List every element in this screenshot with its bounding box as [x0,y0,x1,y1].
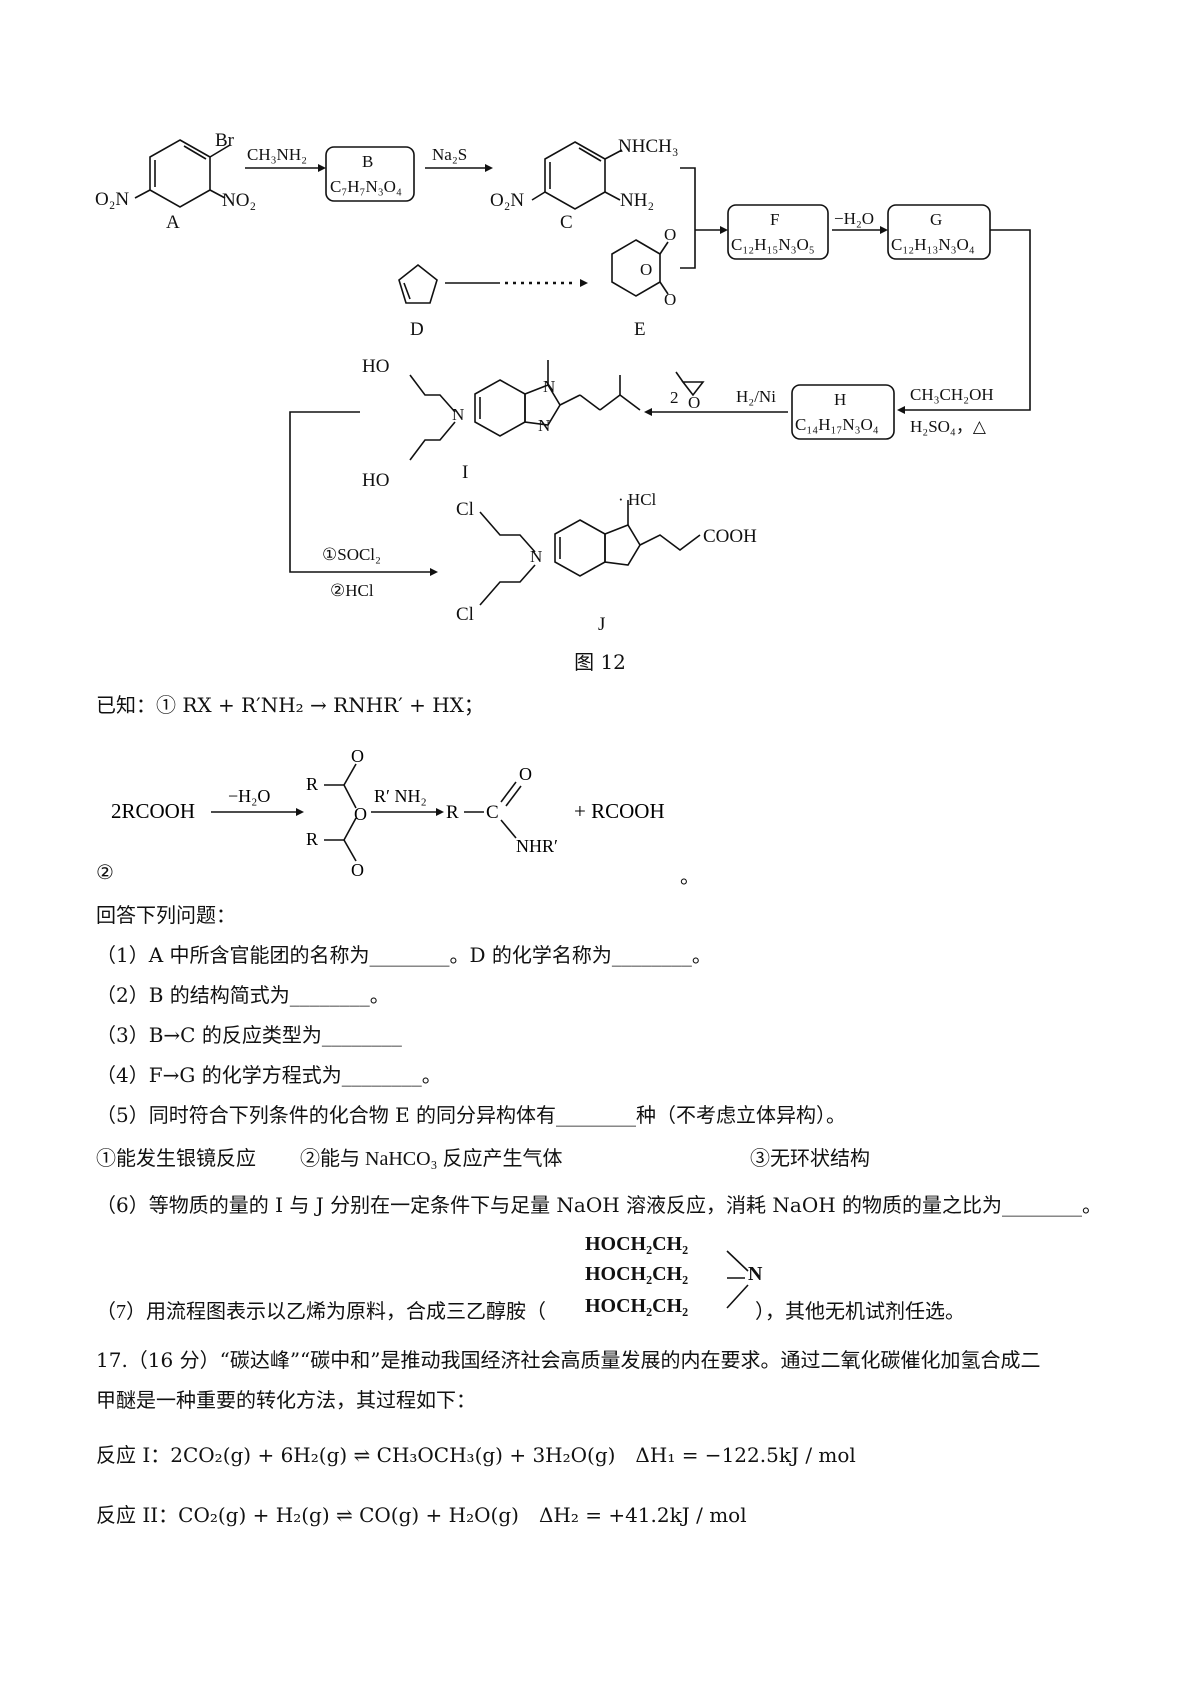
known-equation-2: 2RCOOH −H₂O R R O O O R′ NH₂ R C O NHR′ … [111,750,665,880]
compound-h-box: H C₁₄H₁₇N₃O₄ [791,384,895,440]
questions-intro: 回答下列问题： [96,903,236,927]
eq2-number: ② [96,862,114,884]
j-cl2: Cl [456,604,474,625]
reagent-ab: CH₃NH₂ [247,145,307,164]
eq2-o3: O [354,804,367,824]
tea-n: N [748,1263,763,1285]
a-label: A [166,212,180,233]
q5-condition-3: ③无环状结构 [750,1148,870,1170]
eq2-prod-r: R [446,802,459,823]
eq2-o2: O [351,860,364,880]
i-label: I [462,462,468,483]
j-label: J [598,614,605,635]
question-6: （6）等物质的量的 I 与 J 分别在一定条件下与足量 NaOH 溶液反应，消耗… [96,1193,1103,1217]
j-cooh: COOH [703,526,757,547]
i-ho1: HO [362,356,389,377]
reagent-fg: −H₂O [834,209,874,228]
q5-condition-2: ②能与 NaHCO₃ 反应产生气体 [300,1148,563,1170]
a-no2: NO₂ [222,190,256,211]
g-formula: C₁₂H₁₃N₃O₄ [891,235,975,254]
question-1: （1）A 中所含官能团的名称为________。D 的化学名称为________… [96,943,712,967]
j-n: N [530,547,542,566]
compound-g-box: G C₁₂H₁₃N₃O₄ [887,204,991,260]
eq2-o1: O [351,750,364,766]
eq2-r1: R [306,774,318,794]
reagent-ij2: ②HCl [330,581,374,600]
compound-e: O O O E [611,225,676,340]
eq2-r2: R [306,829,318,849]
q17-line2: 甲醚是一种重要的转化方法，其过程如下： [96,1388,476,1412]
tea-arm-1: HOCH₂CH₂ [585,1233,689,1255]
h-label: H [834,390,846,409]
eq2-prod-c: C [486,802,499,823]
f-formula: C₁₂H₁₅N₃O₅ [731,235,815,254]
figure-title: 图 12 [574,650,626,674]
tea-arm-3: HOCH₂CH₂ [585,1295,689,1317]
compound-j: · HCl COOH N Cl Cl J [456,490,757,635]
eq2-period: 。 [680,866,700,888]
epoxide-icon: O [675,371,705,412]
eq2-o4: O [519,764,532,784]
q5-condition-1: ①能发生银镜反应 [96,1148,256,1170]
question-2: （2）B 的结构简式为________。 [96,983,390,1007]
reagent-ij1: ①SOCl₂ [322,545,381,564]
eq2-left: 2RCOOH [111,799,195,823]
reagent-bc: Na₂S [432,145,467,164]
reagent-gh2: H₂SO₄，△ [910,417,987,436]
e-o3: O [640,260,652,279]
i-ho2: HO [362,470,389,491]
i-n1: N [543,377,555,396]
e-o2: O [664,290,676,309]
a-br: Br [215,130,235,151]
g-label: G [930,210,942,229]
eq2-cond1: −H₂O [228,786,270,806]
question-3: （3）B→C 的反应类型为________ [96,1023,402,1047]
question-7-post: ），其他无机试剂任选。 [755,1301,965,1323]
q17-reaction-2: 反应 II：CO₂(g) + H₂(g) ⇌ CO(g) + H₂O(g) ΔH… [96,1503,747,1527]
q17-reaction-1: 反应 I：2CO₂(g) + 6H₂(g) ⇌ CH₃OCH₃(g) + 3H₂… [96,1443,856,1467]
e-label: E [634,319,646,340]
eq2-cond2: R′ NH₂ [374,786,427,806]
known-line1: 已知：① RX + R′NH₂ → RNHR′ + HX； [96,693,484,717]
triethanolamine-structure: HOCH₂CH₂ HOCH₂CH₂ HOCH₂CH₂ N [585,1233,785,1333]
d-label: D [410,319,424,340]
epox-o: O [688,393,700,412]
reagent-gh1: CH₃CH₂OH [910,385,994,404]
compound-i: N N N HO HO I [362,356,641,491]
question-4: （4）F→G 的化学方程式为________。 [96,1063,442,1087]
compound-f-box: F C₁₂H₁₅N₃O₅ [727,204,829,260]
h-formula: C₁₄H₁₇N₃O₄ [795,415,879,434]
compound-b-box: B C₇H₇N₃O₄ [325,146,415,202]
compound-d: D [398,263,438,340]
compound-c: NHCH₃ NH₂ O₂N C [490,136,678,233]
eq2-nhr: NHR′ [516,836,558,856]
i-n3: N [452,405,464,424]
reagent-hi: H₂/Ni [736,387,776,406]
a-o2n: O₂N [95,189,129,210]
c-label: C [560,212,573,233]
f-label: F [770,210,779,229]
tea-arm-2: HOCH₂CH₂ [585,1263,689,1285]
b-formula: C₇H₇N₃O₄ [330,177,402,196]
j-hcl: · HCl [618,490,657,509]
eq2-right: + RCOOH [574,799,665,823]
reagent-epox-count: 2 [670,388,679,407]
c-nh2: NH₂ [620,190,654,211]
synthesis-scheme: Br O₂N NO₂ A CH₃NH₂ B C₇H₇N₃O₄ Na₂S NHCH… [95,130,1031,635]
question-5: （5）同时符合下列条件的化合物 E 的同分异构体有________种（不考虑立体… [96,1103,847,1127]
compound-a: Br O₂N NO₂ A [95,130,256,233]
i-n2: N [538,416,550,435]
c-o2n: O₂N [490,190,524,211]
j-cl1: Cl [456,499,474,520]
e-o1: O [664,225,676,244]
question-7-pre: （7）用流程图表示以乙烯为原料，合成三乙醇胺（ [96,1301,546,1323]
q17-line1: 17.（16 分）“碳达峰”“碳中和”是推动我国经济社会高质量发展的内在要求。通… [96,1348,1041,1372]
c-nhch3: NHCH₃ [618,136,678,157]
b-label: B [362,152,373,171]
